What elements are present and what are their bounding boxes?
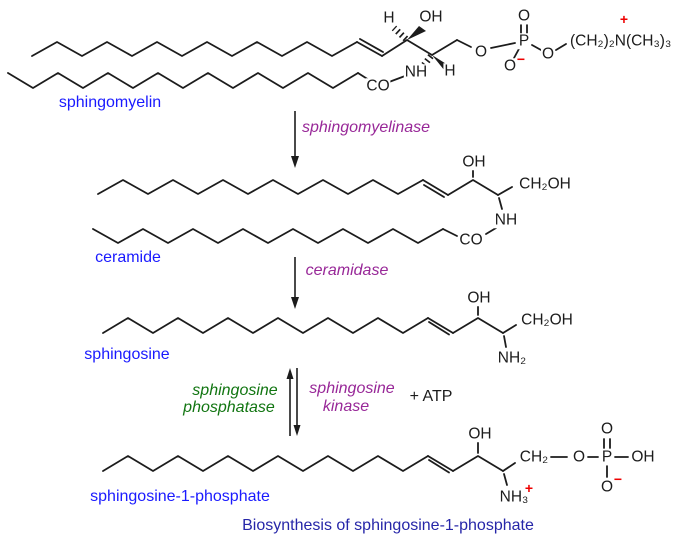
sm-choline-formula: (CH₂)₂N(CH₃)₃ <box>569 32 673 50</box>
atp-label: + ATP <box>409 388 453 405</box>
sphingomyelin-skeleton <box>7 24 567 89</box>
cer-chain-top <box>97 179 424 195</box>
s1p-double-bond-inner <box>428 459 450 474</box>
sphingomyelin-name: sphingomyelin <box>58 94 162 111</box>
sm-chain-bottom <box>7 72 359 89</box>
sm-minus-charge: − <box>516 51 526 67</box>
sm-plus-charge: + <box>619 11 629 27</box>
cer-chain-co-bond <box>442 228 458 237</box>
sphingosine-phosphatase-label-line1: sphingosine <box>192 382 278 399</box>
s1p-chain <box>102 455 429 472</box>
sm-o-ester-label: O <box>473 43 489 61</box>
sphingosine-skeleton <box>102 305 517 348</box>
sph-head-backbone <box>452 317 504 334</box>
s1p-o-link-label: O <box>571 448 587 466</box>
sm-o-link-label: O <box>540 45 556 63</box>
sm-p-o-bond <box>531 44 542 51</box>
sm-solid-wedge-oh <box>407 26 426 40</box>
sph-double-bond <box>427 317 454 334</box>
cer-nh-label: NH <box>493 211 519 229</box>
s1p-o-minus-label: O <box>599 478 615 496</box>
sphingosine-name: sphingosine <box>84 346 170 363</box>
arrow-up-head <box>286 368 294 379</box>
cer-ch2oh-label: CH₂OH <box>518 175 572 193</box>
s1p-ch2-label: CH₂ <box>518 448 550 466</box>
s1p-oh2-label: OH <box>630 448 656 466</box>
sphingosine-kinase-label-line2: kinase <box>322 398 370 415</box>
arrow-down-head-3 <box>293 425 301 436</box>
sm-double-bond-inner <box>359 38 384 53</box>
cer-ch2oh-bond <box>497 186 513 196</box>
s1p-nh3-bond <box>503 473 508 486</box>
cer-double-bond <box>422 179 449 196</box>
sphingosine-phosphatase-label-line2: phosphatase <box>183 399 275 416</box>
s1p-skeleton <box>102 438 629 486</box>
s1p-p-label: P <box>600 448 614 466</box>
sm-hash-wedge-nh <box>421 54 434 67</box>
s1p-nh3-label: NH₃ <box>498 488 530 506</box>
diagram-title: Biosynthesis of sphingosine-1-phosphate <box>242 517 534 534</box>
sph-nh2-bond <box>503 335 507 348</box>
cer-oh-label: OH <box>461 153 487 171</box>
s1p-name: sphingosine-1-phosphate <box>90 488 270 505</box>
sm-o-p-bond <box>490 42 516 49</box>
sm-o-choline-bond <box>555 43 567 51</box>
s1p-oh-label: OH <box>467 425 493 443</box>
cer-head-backbone <box>447 179 499 196</box>
sm-co-label: CO <box>365 77 391 95</box>
sm-oh-label: OH <box>418 8 444 26</box>
sphingosine-kinase-label-line1: sphingosine <box>309 380 395 397</box>
sm-co-nh-bond <box>388 75 406 83</box>
sm-head-backbone <box>381 39 458 57</box>
sm-o-minus-label: O <box>502 57 518 75</box>
sm-chain-top <box>31 41 358 57</box>
cer-chain-bottom <box>92 228 444 244</box>
ceramidase-label: ceramidase <box>305 262 389 279</box>
sm-hash-wedge-h <box>391 25 409 42</box>
sm-p-label: P <box>517 32 531 50</box>
sm-h-bottom-label: H <box>443 62 457 80</box>
s1p-plus-charge: + <box>524 480 534 496</box>
arrow-reversible-pair <box>286 368 301 436</box>
arrow-down-head-2 <box>291 297 299 309</box>
s1p-double-bond <box>427 455 454 472</box>
sm-double-bond <box>356 41 383 57</box>
sphingomyelinase-label: sphingomyelinase <box>301 119 431 136</box>
cer-double-bond-inner <box>423 184 445 198</box>
sm-h-top-label: H <box>382 9 396 27</box>
arrow-ceramidase <box>291 257 299 309</box>
s1p-minus-charge: − <box>613 471 623 487</box>
ceramide-name: ceramide <box>95 249 161 266</box>
sm-p-ominus-bond <box>513 46 521 59</box>
s1p-head-backbone <box>452 455 504 472</box>
ceramide-skeleton <box>92 168 513 244</box>
sph-double-bond-inner <box>428 321 450 336</box>
sph-ch2oh-label: CH₂OH <box>520 311 574 329</box>
sph-chain <box>102 317 429 334</box>
cer-co-label: CO <box>458 231 484 249</box>
sm-c1-o-bond <box>456 39 472 48</box>
sph-ch2oh-bond <box>502 324 517 334</box>
cer-nh-bond <box>498 197 503 210</box>
arrow-down-head-1 <box>291 156 299 168</box>
sph-oh-label: OH <box>466 289 492 307</box>
cer-nh-co-bond <box>485 227 497 235</box>
sm-o-double-label: O <box>516 7 532 25</box>
s1p-o-double-label: O <box>599 420 615 438</box>
arrow-sphingomyelinase <box>291 111 299 168</box>
sm-nh-label: NH <box>403 63 429 81</box>
sph-nh2-label: NH₂ <box>496 349 528 367</box>
s1p-ch2-bond <box>502 462 516 472</box>
